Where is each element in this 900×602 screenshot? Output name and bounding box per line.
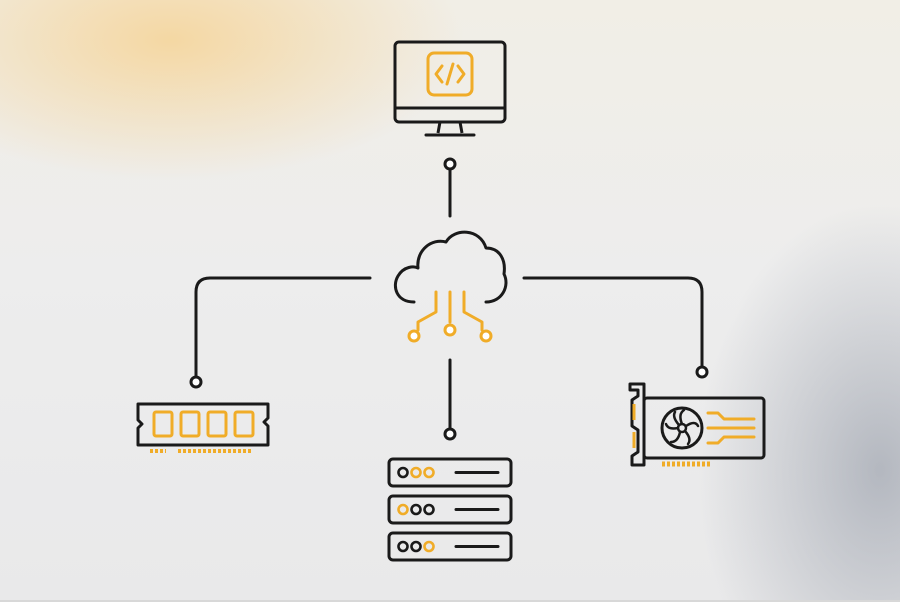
server-unit-3 xyxy=(387,531,513,562)
code-monitor-icon xyxy=(393,40,507,137)
ram-module-icon xyxy=(136,402,270,453)
gpu-traces xyxy=(706,411,756,445)
connector-memory xyxy=(194,276,372,378)
connector-dot-monitor xyxy=(443,157,457,171)
graphics-card-icon xyxy=(628,382,766,467)
circuit-lines-icon xyxy=(407,290,493,343)
connector-dot-gpu xyxy=(695,365,709,379)
cloud-icon xyxy=(393,230,508,343)
connector-dot-server xyxy=(443,427,457,441)
connector-dot-memory xyxy=(189,375,203,389)
connector-gpu xyxy=(522,276,704,368)
gpu-fan-icon xyxy=(660,406,704,450)
server-unit-1 xyxy=(387,457,513,488)
server-unit-2 xyxy=(387,494,513,525)
ram-chips xyxy=(152,410,255,438)
code-brackets-icon xyxy=(426,51,474,97)
connectors xyxy=(189,157,709,441)
server-rack-icon xyxy=(387,457,513,562)
